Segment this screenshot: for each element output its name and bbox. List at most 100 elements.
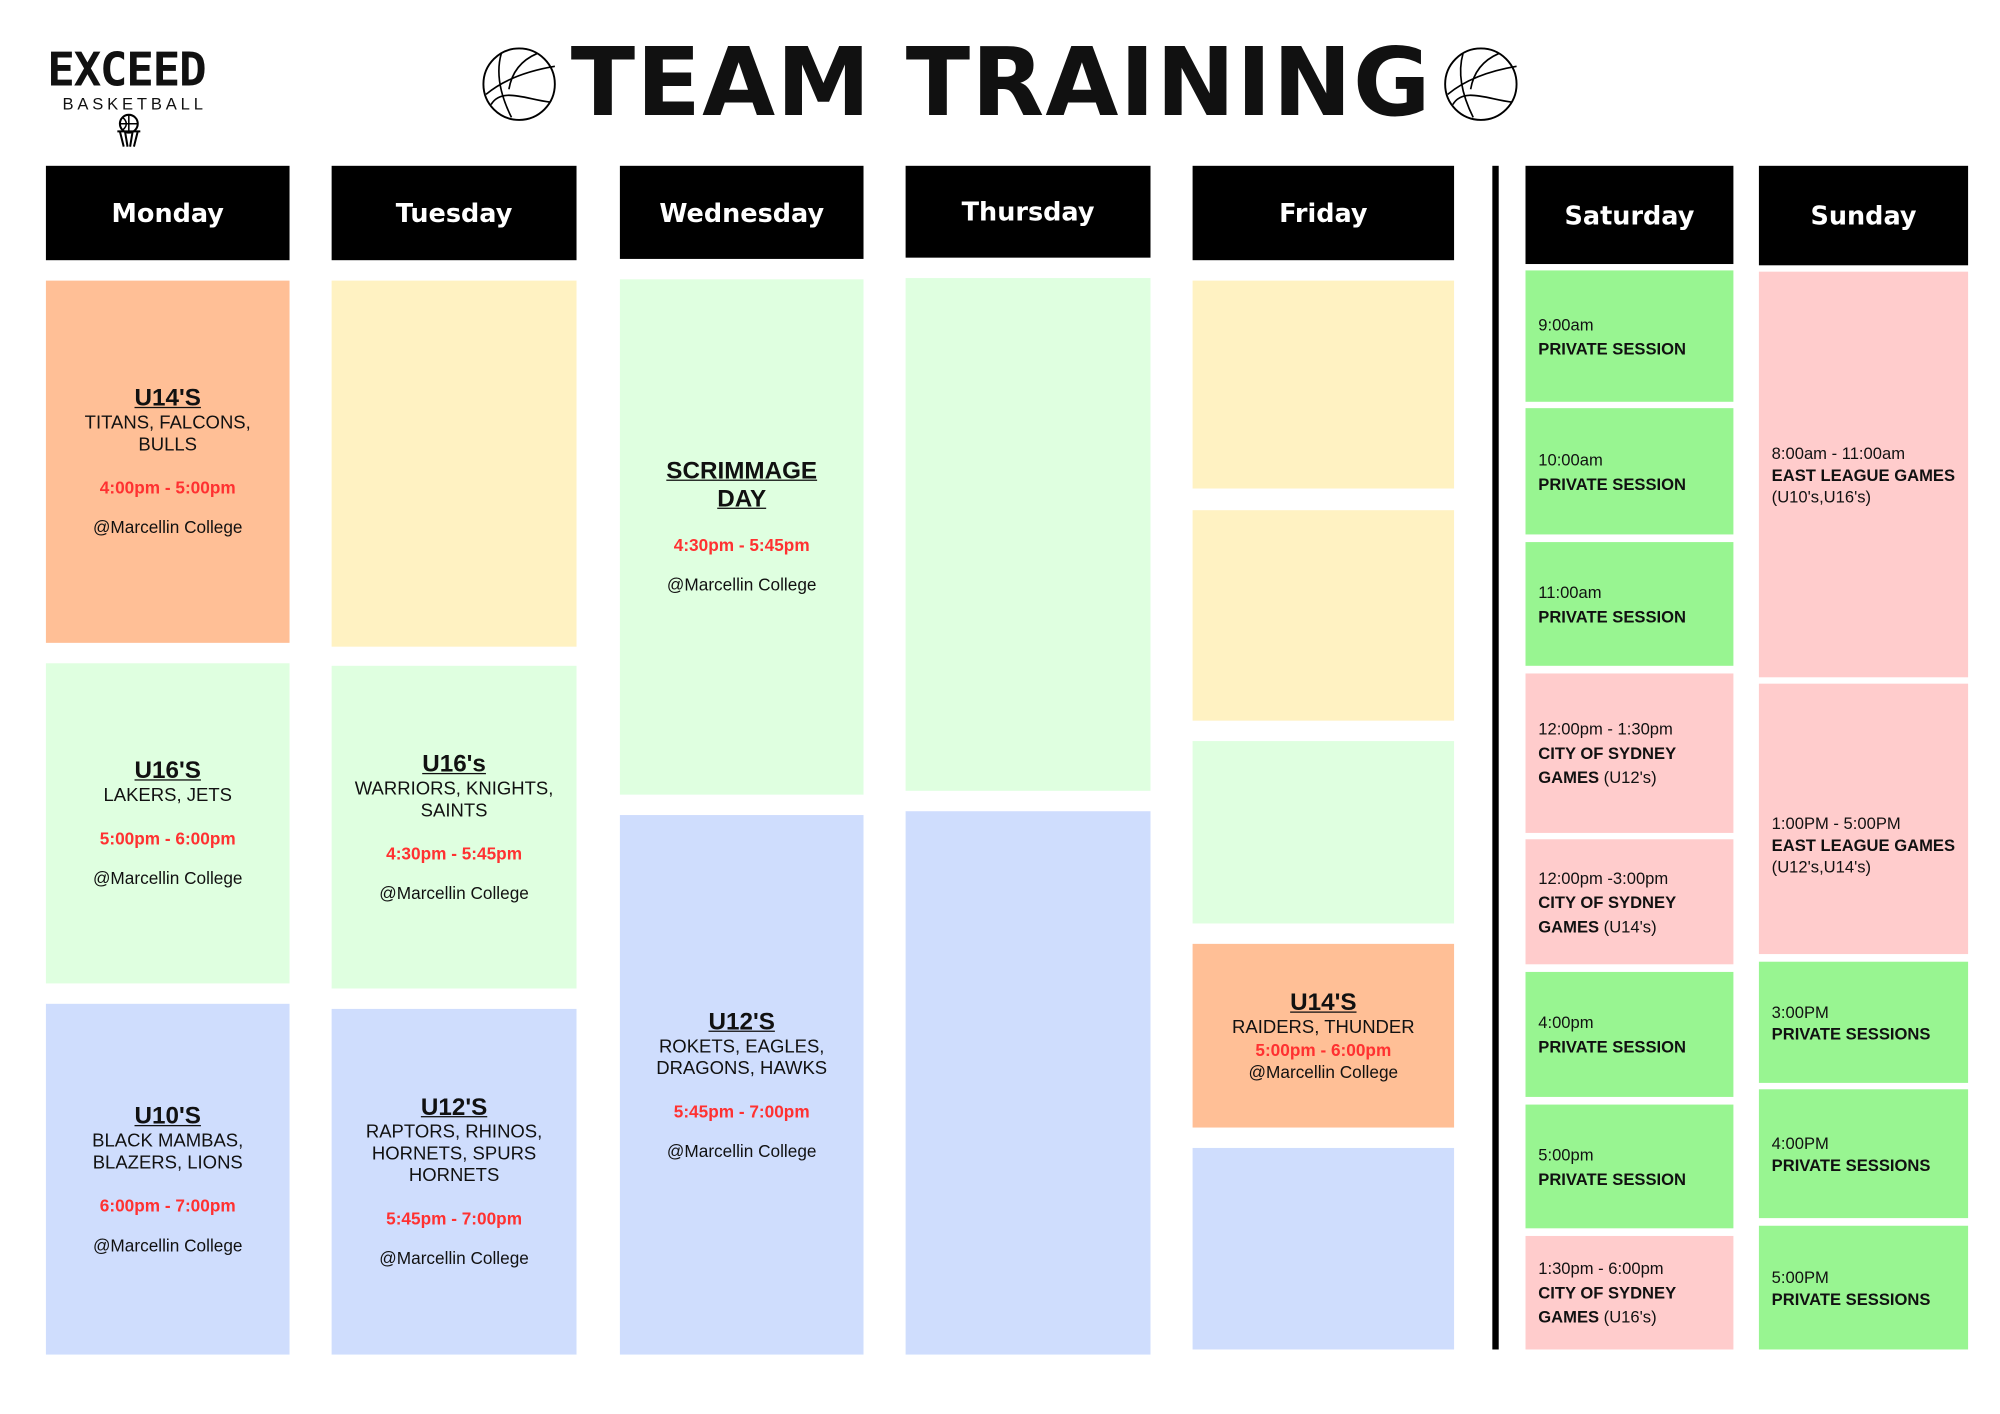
team-name: U12'S (708, 1008, 775, 1036)
empty-block (1192, 741, 1455, 924)
venue: @Marcellin College (92, 517, 243, 537)
empty-block (1192, 1147, 1455, 1350)
session-block: U12'S ROKETS, EAGLES, DRAGONS, HAWKS 5:4… (619, 815, 864, 1355)
venue: @Marcellin College (379, 883, 529, 903)
team-name: U16's (422, 750, 486, 778)
header-friday: Friday (1192, 165, 1455, 261)
basketball-icon (482, 47, 556, 121)
sunday-session: 8:00am - 11:00am EAST LEAGUE GAMES (U10'… (1758, 271, 1969, 678)
session-title: PRIVATE SESSION (1538, 606, 1686, 626)
venue: @Marcellin College (92, 1235, 243, 1255)
logo: EXCEED BASKETBALL (47, 48, 213, 155)
clubs: TITANS, FALCONS, BULLS (84, 413, 251, 456)
venue: @Marcellin College (92, 868, 243, 888)
team-name: SCRIMMAGE DAY (666, 457, 818, 513)
clubs: BLACK MAMBAS, BLAZERS, LIONS (92, 1130, 244, 1173)
session-time: 3:00PM (1771, 1001, 1829, 1022)
team-name: U12'S (420, 1094, 488, 1122)
empty-block (1192, 280, 1455, 489)
sunday-session: 1:00PM - 5:00PM EAST LEAGUE GAMES (U12's… (1758, 683, 1969, 955)
session-title: EAST LEAGUE GAMES (1771, 834, 1956, 854)
team-name: U14'S (134, 385, 201, 412)
session-block: U14'S RAIDERS, THUNDER 5:00pm - 6:00pm @… (1192, 943, 1455, 1128)
logo-brand: EXCEED (47, 44, 206, 97)
session-note: (U14's) (1603, 916, 1657, 936)
session-title: PRIVATE SESSIONS (1771, 1288, 1931, 1309)
sunday-session: 3:00PM PRIVATE SESSIONS (1758, 961, 1969, 1083)
header-tuesday: Tuesday (331, 165, 577, 261)
venue: @Marcellin College (666, 575, 817, 595)
session-block: U14'S TITANS, FALCONS, BULLS 4:00pm - 5:… (45, 280, 290, 643)
header-thursday: Thursday (905, 165, 1151, 258)
session-note: (U12's,U14's) (1771, 856, 1872, 876)
clubs: RAIDERS, THUNDER (1232, 1017, 1415, 1038)
session-title: CITY OF SYDNEY (1538, 743, 1677, 763)
logo-sub: BASKETBALL (62, 94, 207, 114)
session-note: (U10's,U16's) (1771, 486, 1872, 506)
session-time: 6:00pm - 7:00pm (99, 1195, 236, 1215)
session-block: SCRIMMAGE DAY 4:30pm - 5:45pm @Marcellin… (619, 279, 864, 795)
session-block: U12'S RAPTORS, RHINOS, HORNETS, SPURS HO… (331, 1008, 577, 1355)
team-name: U10'S (134, 1102, 201, 1130)
session-time: 4:00pm (1538, 1012, 1594, 1032)
saturday-session: 10:00am PRIVATE SESSION (1525, 408, 1734, 535)
session-time: 5:45pm - 7:00pm (386, 1209, 523, 1229)
session-title-2: GAMES (1538, 1307, 1600, 1327)
page-title: TEAM TRAINING (570, 28, 1432, 138)
session-time: 4:30pm - 5:45pm (386, 843, 523, 863)
session-time: 5:45pm - 7:00pm (673, 1101, 810, 1121)
venue: @Marcellin College (666, 1140, 817, 1161)
session-time: 1:00PM - 5:00PM (1771, 813, 1901, 833)
saturday-session: 4:00pm PRIVATE SESSION (1525, 971, 1734, 1097)
session-title: PRIVATE SESSION (1538, 1168, 1686, 1189)
session-time: 5:00PM (1771, 1267, 1829, 1287)
session-title: EAST LEAGUE GAMES (1771, 464, 1956, 485)
basketball-icon (1444, 47, 1518, 121)
session-time: 12:00pm -3:00pm (1538, 867, 1669, 888)
session-title: PRIVATE SESSION (1538, 338, 1686, 358)
weekend-divider (1492, 165, 1499, 1350)
session-block: U16's WARRIORS, KNIGHTS, SAINTS 4:30pm -… (331, 665, 577, 989)
venue: @Marcellin College (379, 1248, 529, 1268)
clubs: ROKETS, EAGLES, DRAGONS, HAWKS (656, 1036, 828, 1079)
session-block: U16'S LAKERS, JETS 5:00pm - 6:00pm @Marc… (45, 663, 290, 984)
venue: @Marcellin College (1248, 1061, 1399, 1081)
session-time: 4:00pm - 5:00pm (99, 478, 236, 498)
session-time: 1:30pm - 6:00pm (1538, 1258, 1664, 1279)
empty-block (905, 278, 1151, 791)
session-note: (U16's) (1603, 1307, 1657, 1327)
clubs: RAPTORS, RHINOS, HORNETS, SPURS HORNETS (365, 1122, 543, 1187)
session-title: PRIVATE SESSION (1538, 473, 1686, 493)
session-time: 4:30pm - 5:45pm (673, 535, 810, 555)
header-saturday: Saturday (1525, 165, 1734, 265)
empty-block (331, 280, 577, 647)
session-title-2: GAMES (1538, 767, 1600, 787)
sunday-session: 4:00PM PRIVATE SESSIONS (1758, 1089, 1969, 1219)
session-time: 9:00am (1538, 314, 1594, 334)
session-time: 12:00pm - 1:30pm (1538, 719, 1673, 739)
session-time: 4:00PM (1771, 1133, 1829, 1153)
clubs: LAKERS, JETS (103, 785, 232, 807)
session-note: (U12's) (1603, 767, 1657, 787)
header-sunday: Sunday (1758, 165, 1969, 266)
sunday-session: 5:00PM PRIVATE SESSIONS (1758, 1225, 1969, 1350)
empty-block (1192, 510, 1455, 721)
session-title: CITY OF SYDNEY (1538, 1283, 1677, 1303)
saturday-session: 11:00am PRIVATE SESSION (1525, 542, 1734, 666)
session-time: 5:00pm - 6:00pm (1255, 1040, 1392, 1060)
header-monday: Monday (45, 165, 290, 261)
session-time: 5:00pm - 6:00pm (99, 829, 236, 849)
session-title: PRIVATE SESSIONS (1771, 1023, 1931, 1043)
team-name: U16'S (134, 757, 201, 785)
saturday-session: 5:00pm PRIVATE SESSION (1525, 1104, 1734, 1229)
basketball-hoop-icon (117, 113, 141, 147)
session-time: 5:00pm (1538, 1144, 1594, 1164)
session-title: CITY OF SYDNEY (1538, 892, 1677, 912)
session-time: 8:00am - 11:00am (1771, 443, 1906, 463)
session-title-2: GAMES (1538, 916, 1600, 936)
session-time: 10:00am (1538, 449, 1603, 469)
saturday-session: 1:30pm - 6:00pm CITY OF SYDNEY GAMES (U1… (1525, 1235, 1734, 1350)
empty-block (905, 811, 1151, 1355)
saturday-session: 9:00am PRIVATE SESSION (1525, 270, 1734, 402)
saturday-session: 12:00pm - 1:30pm CITY OF SYDNEY GAMES (U… (1525, 673, 1734, 833)
